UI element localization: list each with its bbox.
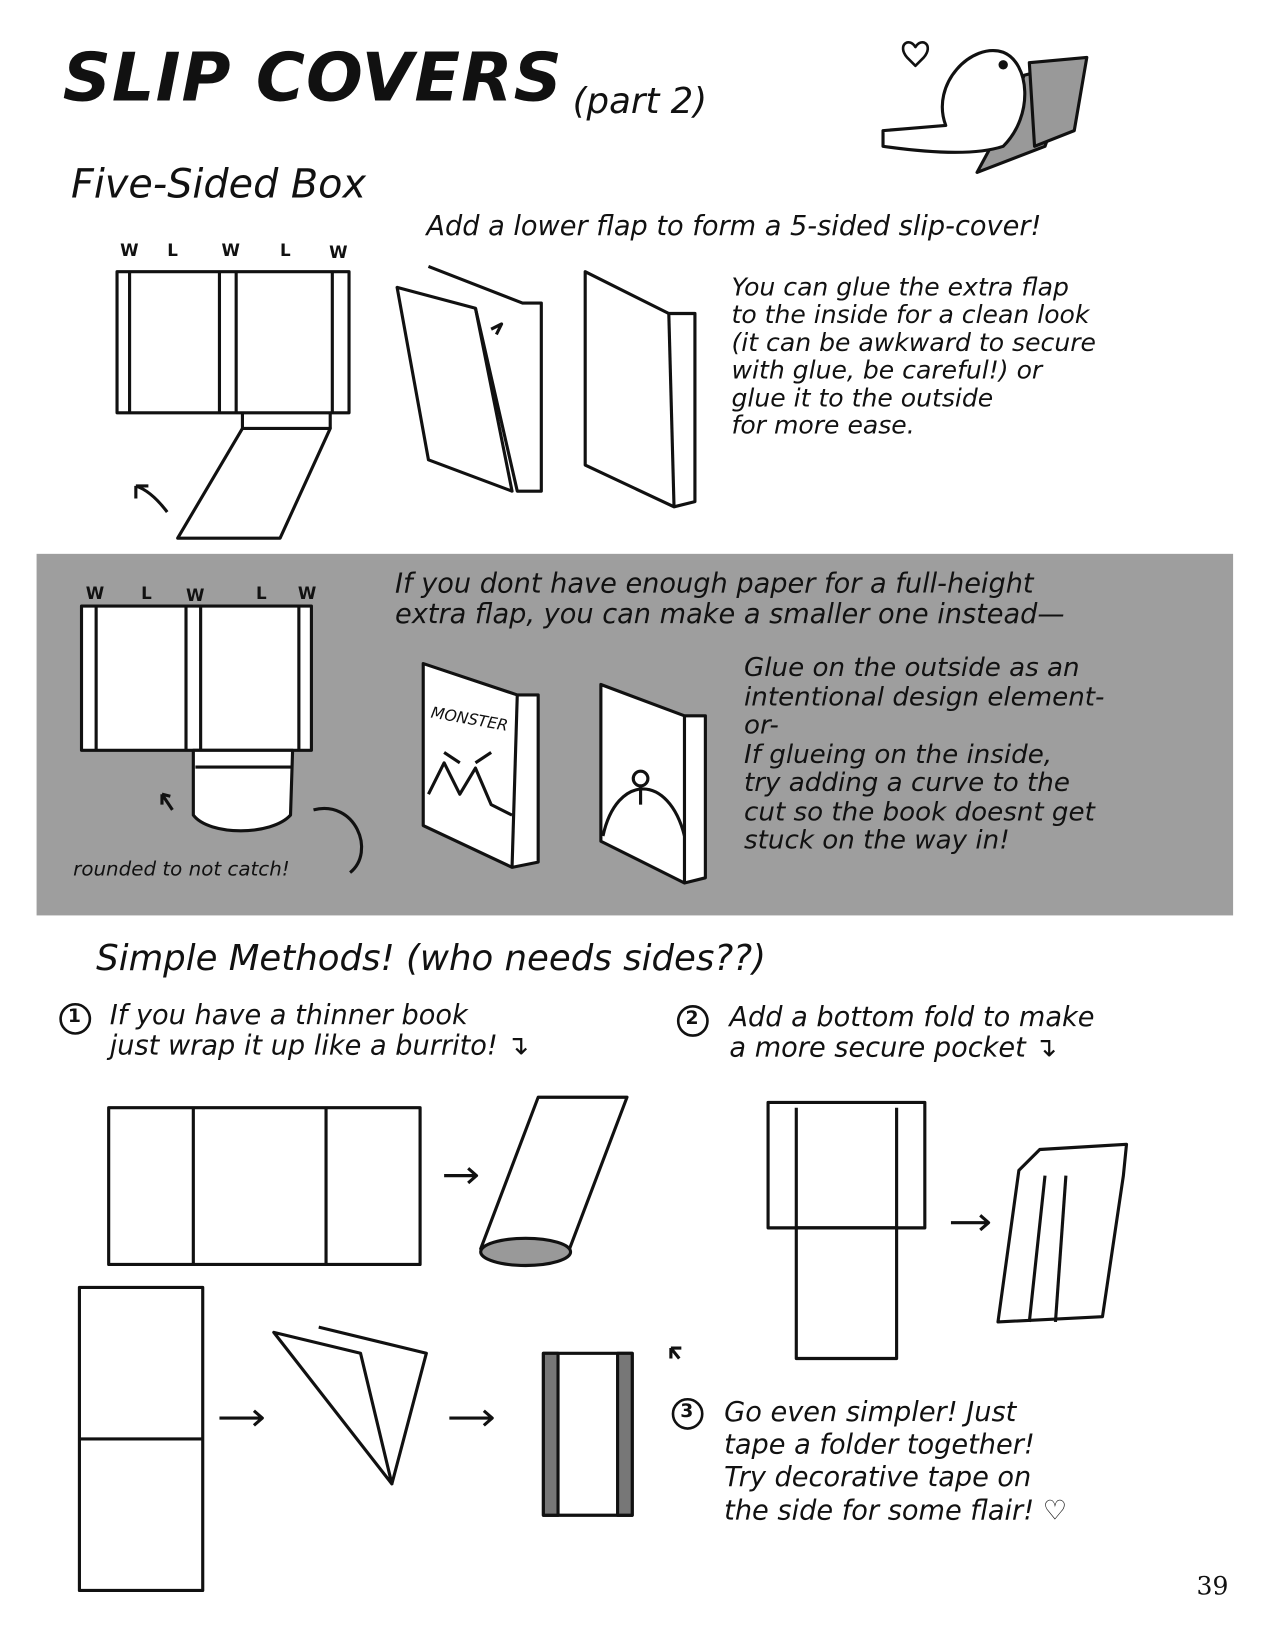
five-sided-heading: Five-Sided Box bbox=[71, 160, 366, 207]
panel-label: L bbox=[280, 240, 291, 261]
method-3-text: Go even simpler! Just tape a folder toge… bbox=[724, 1397, 1068, 1527]
five-sided-intro: Add a lower flap to form a 5-sided slip-… bbox=[426, 211, 1042, 243]
rounded-label: rounded to not catch! bbox=[73, 857, 290, 881]
panel-label: L bbox=[256, 583, 267, 603]
method-2-text: Add a bottom fold to make a more secure … bbox=[729, 1002, 1095, 1064]
burrito-diagram bbox=[107, 1095, 629, 1268]
flower-book-diagram bbox=[599, 682, 707, 885]
method-2-number: 2 bbox=[685, 1007, 699, 1030]
five-sided-folded-diagrams bbox=[395, 265, 697, 509]
five-sided-note: You can glue the extra flap to the insid… bbox=[731, 272, 1096, 440]
smaller-flap-note: Glue on the outside as an intentional de… bbox=[744, 652, 1105, 855]
smaller-flap-intro: If you dont have enough paper for a full… bbox=[395, 568, 1065, 631]
bird-with-book-icon bbox=[881, 41, 1089, 174]
page-subtitle: (part 2) bbox=[572, 80, 708, 123]
panel-label: L bbox=[141, 583, 152, 603]
panel-label: W bbox=[186, 585, 205, 606]
panel-label: W bbox=[120, 240, 139, 261]
simple-methods-heading: Simple Methods! (who needs sides??) bbox=[96, 937, 767, 980]
page-title: SLIP COVERS bbox=[62, 39, 563, 118]
method-3-number: 3 bbox=[680, 1400, 694, 1423]
smaller-flap-flat-diagram bbox=[79, 604, 364, 874]
monster-book-diagram bbox=[421, 662, 540, 869]
panel-label: W bbox=[85, 583, 105, 603]
page-number: 39 bbox=[1196, 1571, 1229, 1601]
panel-label: W bbox=[329, 242, 348, 263]
method-1-text: If you have a thinner book just wrap it … bbox=[109, 1000, 530, 1062]
five-sided-flat-diagram bbox=[115, 270, 351, 540]
method-1-number: 1 bbox=[67, 1005, 82, 1028]
bottom-fold-diagram bbox=[766, 1100, 1129, 1361]
taped-folder-diagram bbox=[77, 1285, 682, 1593]
panel-label: L bbox=[167, 240, 178, 261]
panel-label: W bbox=[221, 240, 240, 261]
panel-label: W bbox=[297, 583, 317, 603]
